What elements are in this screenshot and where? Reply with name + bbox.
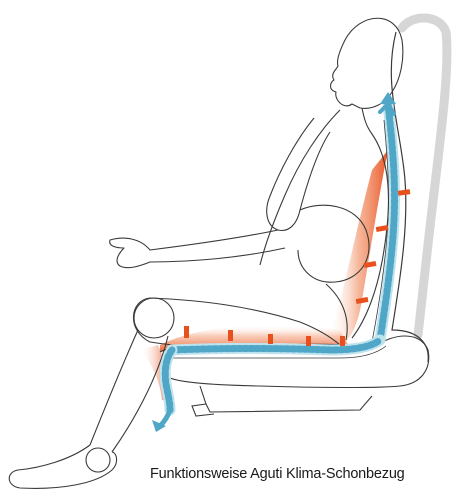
- heat-marker-icon: [340, 336, 345, 346]
- heat-marker-icon: [306, 336, 311, 346]
- heat-marker-icon: [228, 330, 233, 341]
- airflow-arrow-down-icon: [160, 410, 170, 426]
- seat-back-shell: [402, 18, 447, 335]
- heat-marker-icon: [268, 334, 273, 344]
- diagram-caption: Funktionsweise Aguti Klima-Schonbezug: [150, 466, 469, 482]
- seated-person-figure: [9, 18, 403, 488]
- heat-marker-icon: [184, 326, 189, 338]
- airflow-coils-front: [165, 350, 172, 410]
